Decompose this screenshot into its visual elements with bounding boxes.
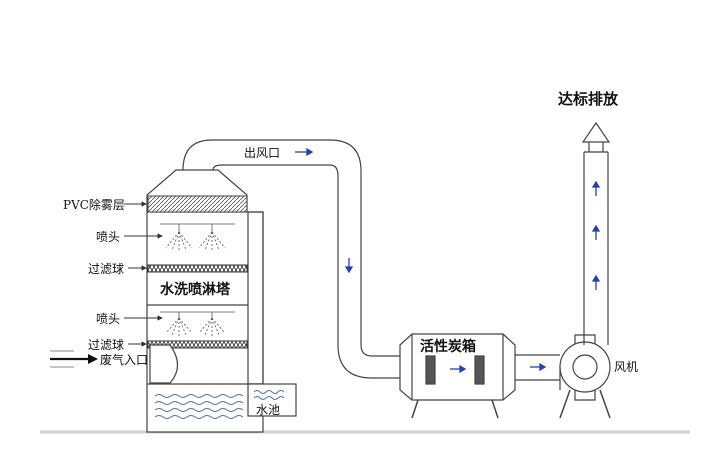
fan xyxy=(559,334,611,419)
label-discharge: 达标排放 xyxy=(558,90,619,108)
inlet-duct xyxy=(149,344,179,384)
label-tower: 水洗喷淋塔 xyxy=(160,282,230,298)
label-pool: 水池 xyxy=(256,403,281,417)
flow-arrow-carbon-box xyxy=(450,364,467,374)
label-nozzle-bottom: 喷头 xyxy=(96,312,121,326)
outlet-duct xyxy=(182,139,400,379)
flow-arrow-stack-upper xyxy=(591,180,601,196)
label-inlet: 废气入口 xyxy=(100,353,149,367)
activated-carbon-box xyxy=(399,333,516,419)
label-filter-ball-top: 过滤球 xyxy=(88,262,125,276)
label-pointers xyxy=(124,201,163,347)
flow-arrow-to-fan xyxy=(530,362,547,372)
inlet-arrow xyxy=(50,350,98,368)
fan-inlet-duct xyxy=(515,354,560,381)
pvc-demister-layer xyxy=(147,195,248,213)
label-filter-ball-bottom: 过滤球 xyxy=(88,338,125,352)
nozzle-group-top xyxy=(160,223,235,251)
nozzle-group-bottom xyxy=(160,311,235,336)
tower-water xyxy=(154,394,244,419)
label-carbon-box: 活性炭箱 xyxy=(420,339,476,355)
scrubber-tower xyxy=(146,169,264,433)
label-fan: 风机 xyxy=(614,360,639,374)
filter-ball-layer-top xyxy=(147,264,248,273)
flow-arrow-outlet xyxy=(295,147,314,157)
label-pvc-layer: PVC除雾层 xyxy=(63,198,125,212)
filter-ball-layer-bottom xyxy=(147,340,248,349)
label-outlet: 出风口 xyxy=(244,146,281,160)
flow-arrow-stack-lower xyxy=(591,274,601,290)
flow-arrows xyxy=(295,147,601,374)
flow-arrow-stack-mid xyxy=(591,224,601,240)
water-pool xyxy=(247,383,297,417)
flow-arrow-down-duct xyxy=(344,258,354,274)
label-nozzle-top: 喷头 xyxy=(96,230,121,244)
exhaust-stack xyxy=(581,121,611,345)
